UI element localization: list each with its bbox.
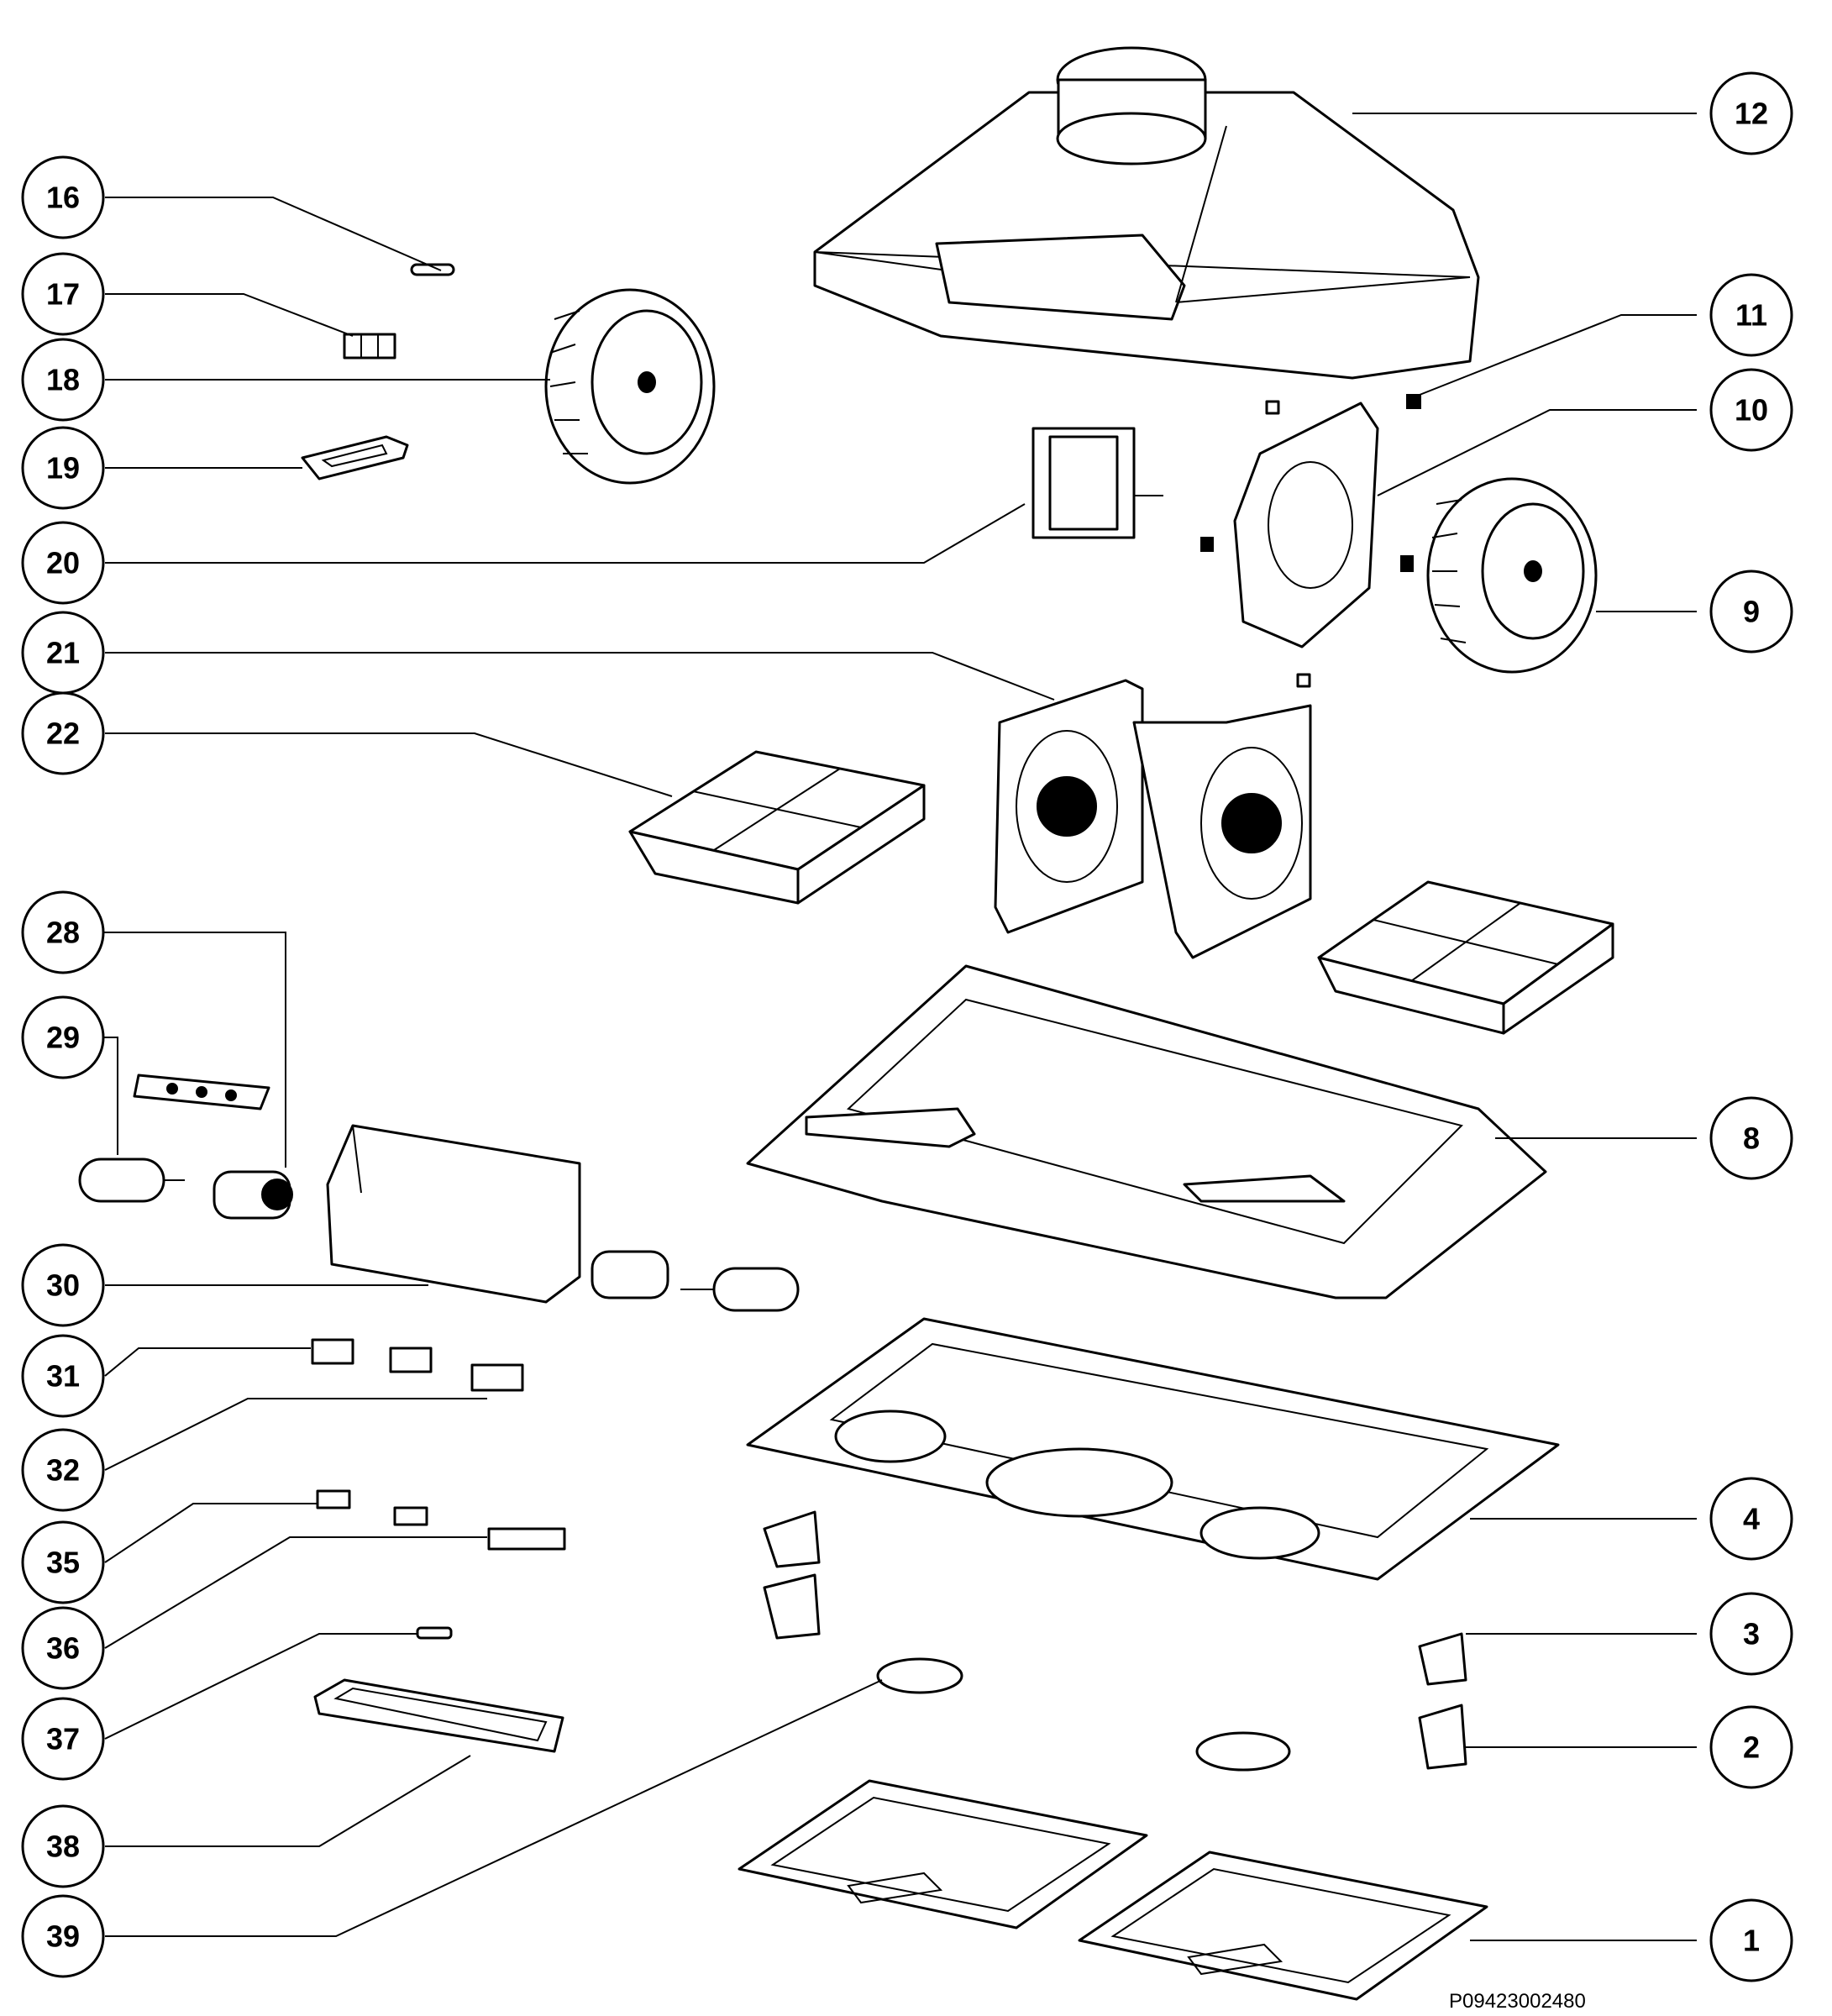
callout-label: 3 bbox=[1743, 1617, 1760, 1651]
callout-22: 22 bbox=[21, 691, 105, 775]
callout-19: 19 bbox=[21, 426, 105, 510]
part-21-blower-housing bbox=[994, 679, 1312, 959]
callout-1: 1 bbox=[1709, 1898, 1793, 1982]
callout-label: 9 bbox=[1743, 595, 1760, 629]
part-clips-left bbox=[763, 1510, 821, 1640]
callout-label: 8 bbox=[1743, 1121, 1760, 1156]
callout-label: 22 bbox=[46, 717, 80, 751]
callout-label: 38 bbox=[46, 1830, 80, 1864]
callout-label: 29 bbox=[46, 1021, 80, 1055]
callout-36: 36 bbox=[21, 1606, 105, 1690]
callout-label: 21 bbox=[46, 636, 80, 670]
callout-label: 16 bbox=[46, 181, 80, 215]
callout-label: 12 bbox=[1735, 97, 1768, 131]
callout-20: 20 bbox=[21, 521, 105, 605]
part-31-connector bbox=[311, 1338, 433, 1373]
callout-31: 31 bbox=[21, 1334, 105, 1418]
callout-39: 39 bbox=[21, 1894, 105, 1978]
callout-label: 1 bbox=[1743, 1924, 1760, 1958]
part-22-carbon-filter-left bbox=[628, 750, 926, 905]
callout-37: 37 bbox=[21, 1697, 105, 1781]
part-20-motor bbox=[1031, 427, 1163, 539]
callout-label: 36 bbox=[46, 1631, 80, 1666]
callout-29: 29 bbox=[21, 995, 105, 1079]
part-37-clip bbox=[416, 1626, 453, 1640]
part-lamp-holder-right bbox=[591, 1250, 800, 1312]
part-carbon-filter-right bbox=[1317, 880, 1614, 1035]
callout-2: 2 bbox=[1709, 1705, 1793, 1789]
callout-8: 8 bbox=[1709, 1096, 1793, 1180]
callout-21: 21 bbox=[21, 611, 105, 695]
callout-4: 4 bbox=[1709, 1477, 1793, 1561]
part-3-clip bbox=[1418, 1632, 1467, 1686]
diagram-code: P09423002480 bbox=[1449, 1990, 1586, 2013]
part-36-clip bbox=[487, 1527, 566, 1551]
callout-9: 9 bbox=[1709, 570, 1793, 654]
callout-3: 3 bbox=[1709, 1592, 1793, 1676]
part-19-bracket bbox=[301, 435, 409, 480]
callout-label: 4 bbox=[1743, 1502, 1760, 1536]
callout-label: 17 bbox=[46, 277, 80, 312]
part-11-rubber-mounts bbox=[1200, 394, 1421, 688]
part-18-fan-wheel-left bbox=[544, 288, 716, 485]
part-17-terminal-block bbox=[343, 333, 396, 360]
callout-label: 2 bbox=[1743, 1730, 1760, 1765]
part-32-connector bbox=[470, 1363, 524, 1392]
callout-18: 18 bbox=[21, 338, 105, 422]
callout-label: 18 bbox=[46, 363, 80, 397]
callout-label: 19 bbox=[46, 451, 80, 486]
part-4-lower-frame bbox=[746, 1317, 1560, 1581]
part-16-clip bbox=[410, 263, 455, 276]
callout-28: 28 bbox=[21, 890, 105, 974]
callout-label: 35 bbox=[46, 1546, 80, 1580]
callout-30: 30 bbox=[21, 1243, 105, 1327]
callout-label: 11 bbox=[1735, 298, 1767, 333]
callout-38: 38 bbox=[21, 1804, 105, 1888]
part-39-gasket bbox=[876, 1657, 1291, 1772]
callout-17: 17 bbox=[21, 252, 105, 336]
callout-12: 12 bbox=[1709, 71, 1793, 155]
callout-11: 11 bbox=[1709, 273, 1793, 357]
callout-label: 10 bbox=[1735, 393, 1768, 428]
callout-label: 20 bbox=[46, 546, 80, 580]
callout-label: 32 bbox=[46, 1453, 80, 1488]
part-8-chassis bbox=[746, 964, 1547, 1299]
callout-label: 39 bbox=[46, 1919, 80, 1954]
callout-35: 35 bbox=[21, 1520, 105, 1604]
part-10-motor-plate bbox=[1233, 402, 1379, 648]
part-1-grease-filter-left bbox=[738, 1779, 1148, 1929]
part-12-hood bbox=[813, 46, 1480, 380]
callout-label: 37 bbox=[46, 1722, 80, 1756]
part-9-fan-wheel-right bbox=[1426, 477, 1598, 674]
callout-16: 16 bbox=[21, 155, 105, 239]
callout-label: 30 bbox=[46, 1268, 80, 1303]
callout-32: 32 bbox=[21, 1428, 105, 1512]
callout-10: 10 bbox=[1709, 368, 1793, 452]
callout-label: 31 bbox=[46, 1359, 80, 1394]
part-1-grease-filter-right bbox=[1078, 1851, 1488, 2001]
part-lamp-cover-plate bbox=[133, 1074, 270, 1110]
part-35-clip bbox=[316, 1489, 428, 1526]
part-30-control-box bbox=[326, 1124, 581, 1304]
part-28-lamp-holder bbox=[213, 1170, 293, 1220]
part-2-clip bbox=[1418, 1704, 1467, 1770]
part-38-switch-panel bbox=[313, 1678, 564, 1753]
callout-label: 28 bbox=[46, 916, 80, 950]
leader-lines bbox=[103, 113, 1697, 1941]
part-29-lamp bbox=[78, 1158, 185, 1203]
